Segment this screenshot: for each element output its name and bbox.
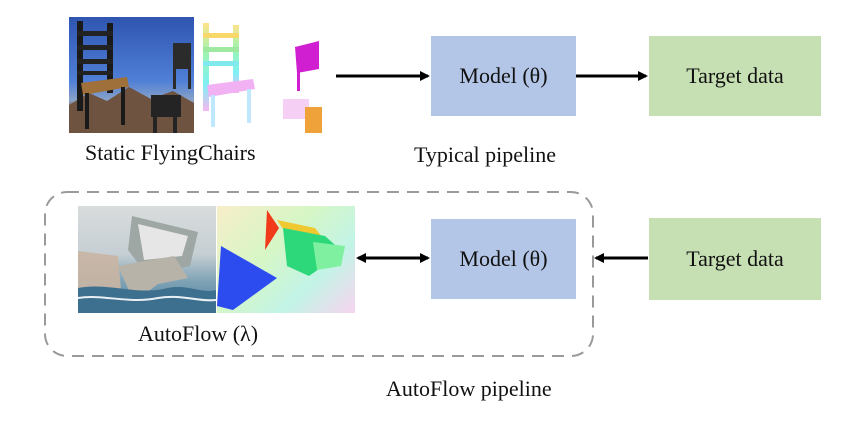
autoflow-flow-image xyxy=(217,206,355,313)
target-data-box-bottom: Target data xyxy=(649,218,821,300)
flyingchairs-flow-image xyxy=(195,17,322,133)
flyingchairs-image xyxy=(69,17,194,133)
model-box-top: Model (θ) xyxy=(431,36,576,116)
target-label-top: Target data xyxy=(686,63,784,88)
model-label-top: Model (θ) xyxy=(459,63,548,88)
target-label-bottom: Target data xyxy=(686,246,784,271)
autoflow-region-border xyxy=(44,191,594,357)
model-box-bottom: Model (θ) xyxy=(431,219,576,299)
autoflow-caption: AutoFlow (λ) xyxy=(138,321,259,346)
model-label-bottom: Model (θ) xyxy=(459,246,548,271)
target-data-box-top: Target data xyxy=(649,36,821,116)
autoflow-pipeline-caption: AutoFlow pipeline xyxy=(386,376,552,401)
typical-pipeline-caption: Typical pipeline xyxy=(414,142,557,167)
autoflow-image xyxy=(78,206,216,313)
flyingchairs-caption: Static FlyingChairs xyxy=(85,140,256,165)
